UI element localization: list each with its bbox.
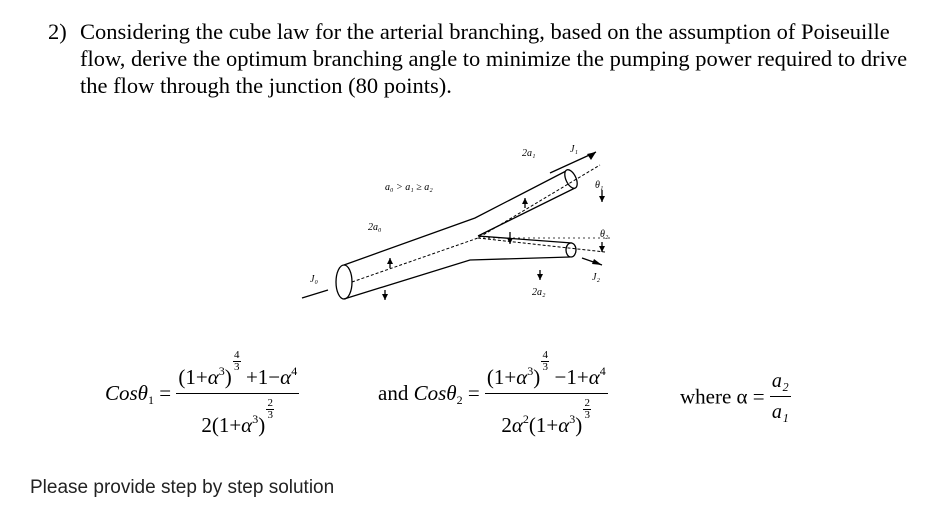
vessel-wall-lower: [343, 256, 571, 300]
label-theta1: θ₁: [595, 180, 603, 191]
label-j0: J₀: [310, 274, 318, 285]
help-request-note: Please provide step by step solution: [30, 477, 335, 498]
label-2a2: 2a₂: [532, 287, 546, 298]
label-j2: J₂: [592, 272, 600, 283]
condition-label: a₀ > a₁ ≥ a₂: [385, 182, 433, 193]
j0-arrow-line: [301, 289, 329, 299]
label-theta2: θ₂: [600, 229, 609, 240]
lower-branch-outlet: [565, 242, 577, 258]
question-text-block: 2) Considering the cube law for the arte…: [44, 18, 924, 99]
question-number: 2): [48, 19, 67, 44]
vessel-wall-upper: [343, 169, 569, 266]
upper-branch-outlet: [564, 169, 578, 189]
question-body: Considering the cube law for the arteria…: [80, 19, 908, 98]
arterial-branching-diagram: a₀ > a₁ ≥ a₂ 2a₀ 2a₁ 2a₂ J₀ J₁ J₂ θ₁ θ₂: [300, 140, 640, 310]
alpha-definition: where α = a₂ a₁: [680, 370, 791, 423]
label-2a0: 2a₀: [368, 222, 382, 233]
alpha-fraction: a₂ a₁: [769, 370, 791, 423]
lower-branch-inner-wall: [477, 235, 573, 244]
label-2a1: 2a₁: [522, 148, 535, 159]
parent-vessel-inlet: [335, 264, 353, 300]
centerline-lower: [477, 237, 606, 253]
label-j1: J₁: [570, 144, 578, 155]
branching-diagram-svg: a₀ > a₁ ≥ a₂ 2a₀ 2a₁ 2a₂ J₀ J₁ J₂ θ₁ θ₂: [301, 144, 610, 300]
